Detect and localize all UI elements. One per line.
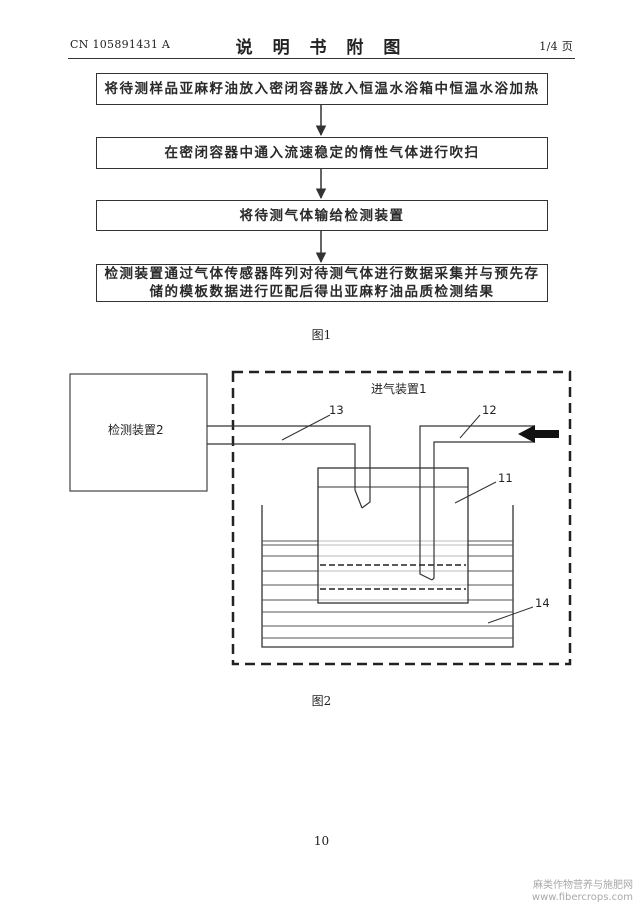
flow-step-3: 将待测气体输给检测装置 bbox=[96, 200, 548, 231]
header-rule bbox=[68, 58, 575, 59]
flow-step-1: 将待测样品亚麻籽油放入密闭容器放入恒温水浴箱中恒温水浴加热 bbox=[96, 73, 548, 105]
water-bath bbox=[261, 505, 514, 648]
intake-label: 进气装置1 bbox=[371, 382, 427, 396]
detector-label: 检测装置2 bbox=[108, 423, 164, 437]
intake-enclosure bbox=[231, 370, 572, 666]
leader-lines bbox=[281, 414, 534, 624]
watermark-line-1: 麻类作物营养与施肥网 bbox=[533, 880, 633, 891]
inlet-tube-12 bbox=[419, 425, 535, 581]
flow-step-2: 在密闭容器中通入流速稳定的惰性气体进行吹扫 bbox=[96, 137, 548, 169]
page-number: 10 bbox=[313, 834, 330, 848]
patent-number: CN 105891431 A bbox=[70, 38, 171, 51]
sealed-container bbox=[317, 467, 469, 604]
figure2-caption: 图2 bbox=[311, 694, 332, 708]
watermark-line-2: www.fibercrops.com bbox=[531, 892, 633, 903]
watermark: 麻类作物营养与施肥网 www.fibercrops.com bbox=[532, 880, 633, 904]
flow-step-4: 检测装置通过气体传感器阵列对待测气体进行数据采集并与预先存储的模板数据进行匹配后… bbox=[96, 264, 548, 302]
detector-box bbox=[69, 373, 208, 492]
ref-13: 13 bbox=[329, 403, 344, 417]
page-indicator: 1/4 页 bbox=[539, 40, 573, 53]
figure1-caption: 图1 bbox=[311, 328, 332, 342]
ref-12: 12 bbox=[482, 403, 497, 417]
oil-lines bbox=[320, 564, 466, 590]
ref-11: 11 bbox=[498, 471, 513, 485]
outlet-tube-13 bbox=[207, 425, 371, 509]
ref-14: 14 bbox=[535, 596, 550, 610]
inlet-arrow bbox=[518, 425, 559, 443]
page-title: 说 明 书 附 图 bbox=[235, 38, 408, 58]
